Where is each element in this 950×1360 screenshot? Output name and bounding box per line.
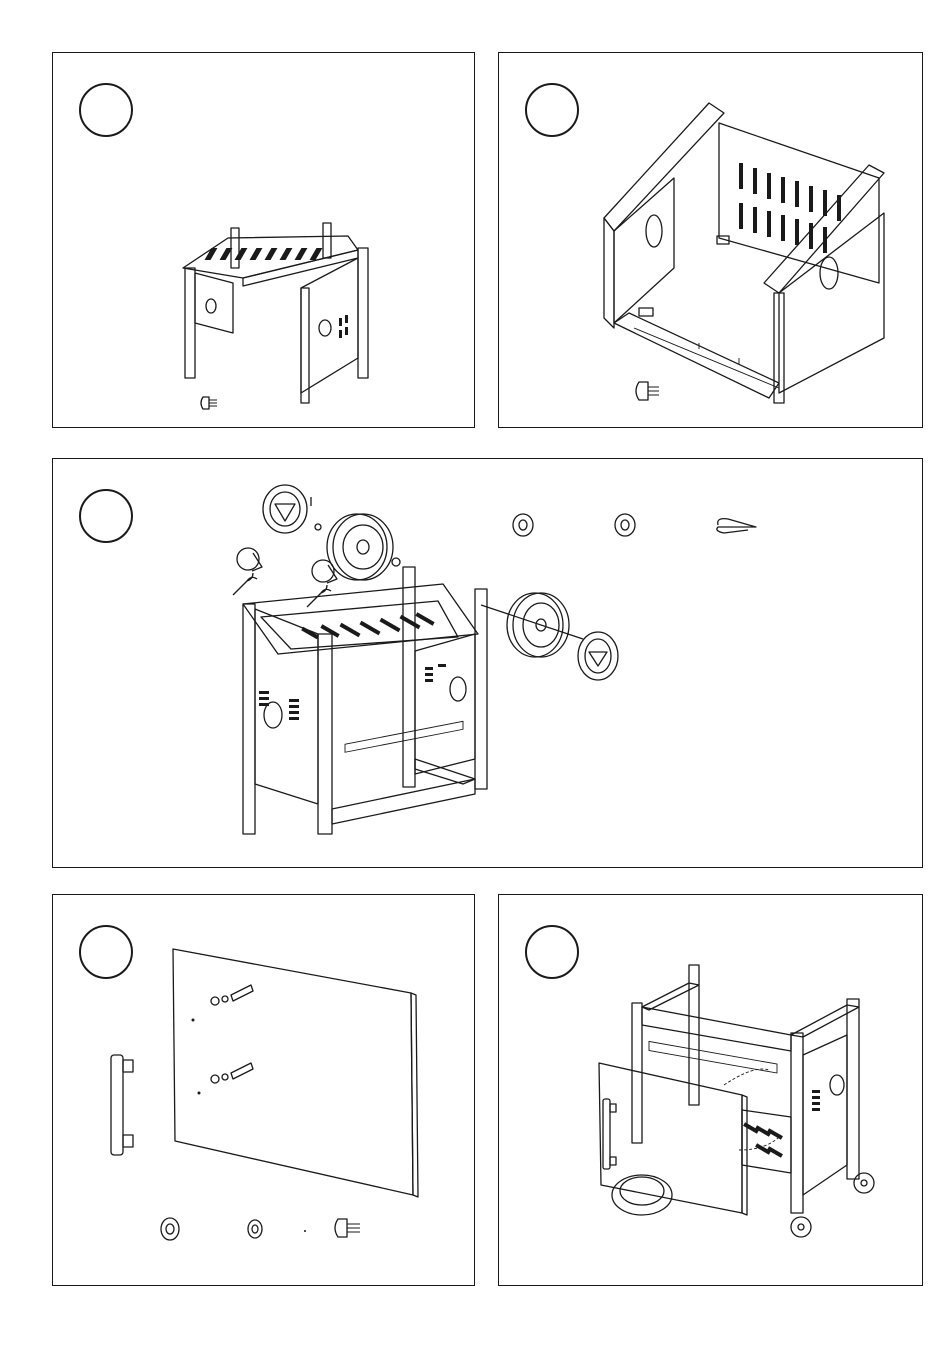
- step-4-panel: [52, 894, 475, 1286]
- wheel-left: [612, 1175, 672, 1215]
- step-3-panel: [52, 458, 923, 868]
- wheel-top: [327, 514, 393, 580]
- step-5-panel: [498, 894, 923, 1286]
- step-3-illustration: [53, 459, 924, 869]
- caster-front: [791, 1217, 811, 1237]
- step-4-illustration: [53, 895, 476, 1287]
- caster-left: [237, 548, 262, 571]
- caster-right: [312, 560, 337, 583]
- lock-washer-icon: [248, 1220, 262, 1238]
- screw-icon: [636, 382, 659, 400]
- hub-cap-top: [263, 485, 307, 533]
- flat-washer-icon: [161, 1218, 179, 1240]
- step-1-illustration: [53, 53, 476, 429]
- step-2-panel: [498, 52, 923, 428]
- wheel-right: [507, 593, 569, 657]
- cart-assembled: [599, 965, 874, 1237]
- caster-back: [854, 1173, 874, 1193]
- step-2-illustration: [499, 53, 924, 429]
- flat-washer-icon: [615, 514, 635, 536]
- door-panel-closing: [599, 1063, 747, 1215]
- door-handle: [111, 1055, 133, 1155]
- wrench-icon: [233, 573, 257, 595]
- cart-frame-large: [243, 567, 487, 834]
- flat-washer-icon: [513, 514, 533, 536]
- screw-icon: [335, 1219, 360, 1237]
- hub-cap-right: [578, 632, 618, 680]
- cart-frame-upside-down: [604, 103, 884, 403]
- cart-frame-small: [183, 223, 368, 403]
- step-1-panel: [52, 52, 475, 428]
- door-panel: [173, 949, 418, 1197]
- hitch-pin-icon: [717, 519, 756, 533]
- step-5-illustration: [499, 895, 924, 1287]
- screw-icon: [201, 397, 217, 409]
